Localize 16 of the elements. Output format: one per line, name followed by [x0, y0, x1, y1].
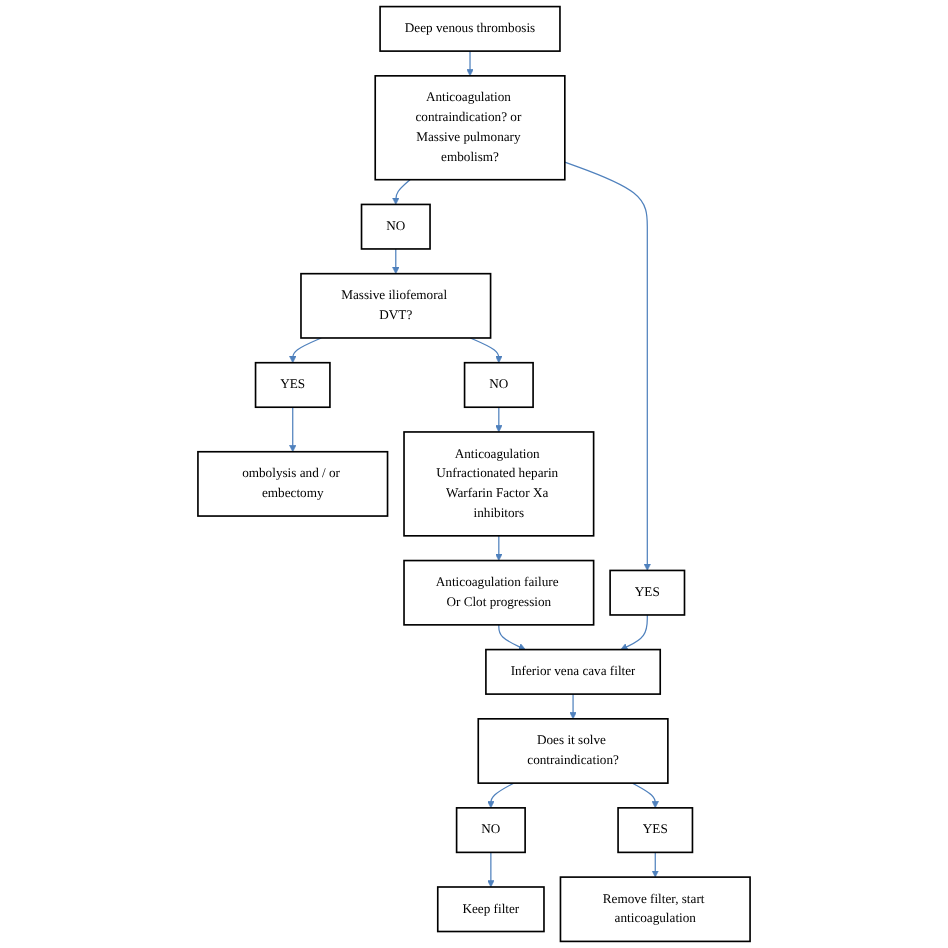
arrow [392, 179, 411, 205]
arrow [392, 248, 400, 274]
arrow [487, 782, 515, 809]
arrow [289, 337, 322, 364]
arrow [564, 161, 651, 571]
arrow [620, 614, 648, 651]
arrow [569, 693, 577, 720]
arrow [495, 535, 503, 561]
arrow [487, 851, 495, 888]
arrow [498, 624, 526, 651]
arrow [651, 851, 659, 878]
arrow [495, 406, 503, 433]
arrow [631, 782, 659, 809]
arrow [469, 337, 503, 364]
arrow [289, 406, 297, 453]
arrow [466, 50, 474, 77]
